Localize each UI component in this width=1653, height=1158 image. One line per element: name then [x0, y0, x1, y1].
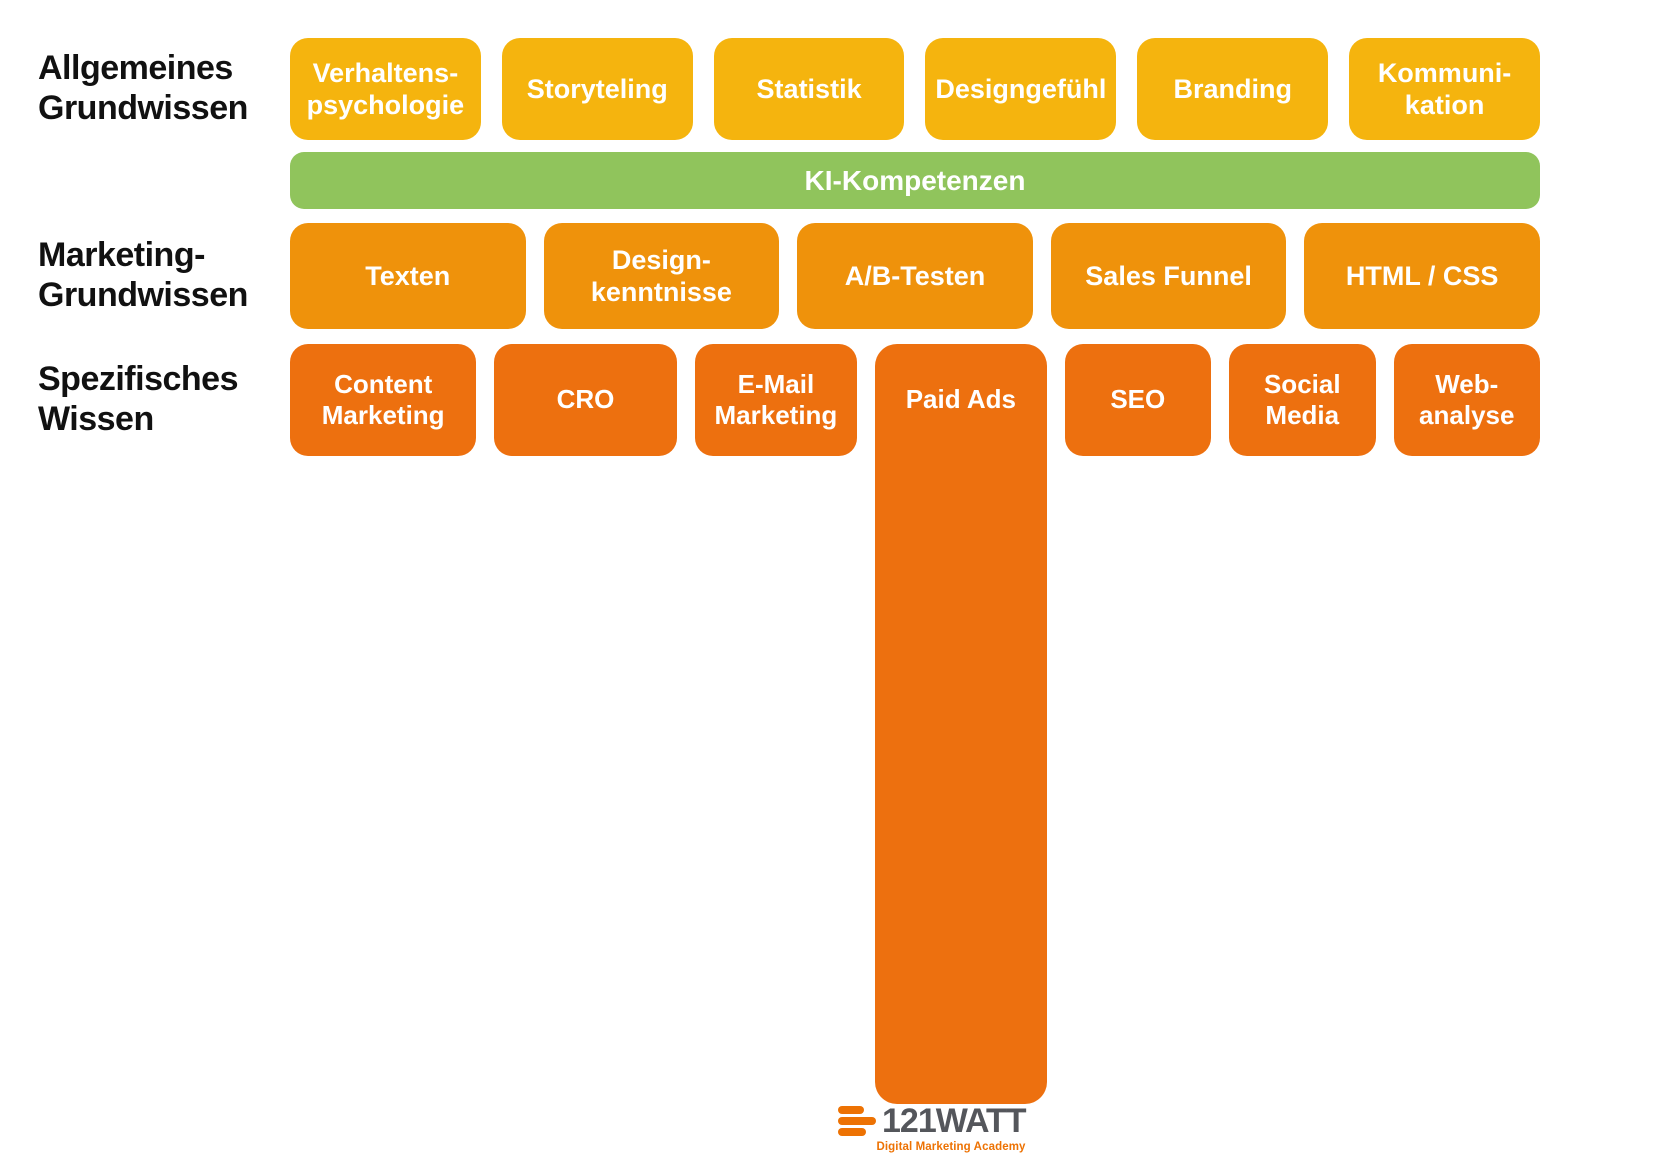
- box-kommunikation: Kommuni- kation: [1349, 38, 1540, 140]
- box-storyteling: Storyteling: [501, 38, 693, 140]
- section-label-allgemeines-grundwissen: Allgemeines Grundwissen: [38, 49, 248, 128]
- logo-wordmark: 121WATT: [882, 1102, 1027, 1140]
- box-seo: SEO: [1064, 344, 1212, 456]
- row-allgemeines-grundwissen: Verhaltens- psychologie Storyteling Stat…: [290, 38, 1540, 140]
- box-html-css: HTML / CSS: [1304, 223, 1540, 329]
- ki-kompetenzen-bar: KI-Kompetenzen: [290, 152, 1540, 209]
- box-ab-testen: A/B-Testen: [797, 223, 1033, 329]
- box-sales-funnel: Sales Funnel: [1050, 223, 1287, 329]
- box-webanalyse: Web- analyse: [1393, 344, 1540, 456]
- section-label-spezifisches-wissen: Spezifisches Wissen: [38, 360, 238, 439]
- logo-121watt: 121WATT Digital Marketing Academy: [838, 1102, 1027, 1153]
- box-verhaltenspsychologie: Verhaltens- psychologie: [290, 38, 481, 140]
- logo-row: 121WATT: [838, 1102, 1027, 1140]
- 121watt-bars-icon: [838, 1106, 876, 1136]
- box-texten: Texten: [290, 223, 526, 329]
- box-designgefuehl: Designgefühl: [925, 38, 1117, 140]
- logo-tagline: Digital Marketing Academy: [876, 1141, 1026, 1153]
- box-content-marketing: Content Marketing: [290, 344, 477, 456]
- box-designkenntnisse: Design- kenntnisse: [543, 223, 780, 329]
- box-paid-ads-column: Paid Ads: [875, 344, 1047, 1104]
- box-paid-ads-label: Paid Ads: [905, 384, 1016, 415]
- box-cro: CRO: [494, 344, 677, 456]
- box-email-marketing: E-Mail Marketing: [694, 344, 858, 456]
- box-branding: Branding: [1137, 38, 1329, 140]
- section-label-marketing-grundwissen: Marketing- Grundwissen: [38, 236, 248, 315]
- box-social-media: Social Media: [1229, 344, 1376, 456]
- row-marketing-grundwissen: Texten Design- kenntnisse A/B-Testen Sal…: [290, 223, 1540, 329]
- row-spezifisches-wissen: Content Marketing CRO E-Mail Marketing P…: [290, 344, 1540, 1104]
- box-statistik: Statistik: [713, 38, 905, 140]
